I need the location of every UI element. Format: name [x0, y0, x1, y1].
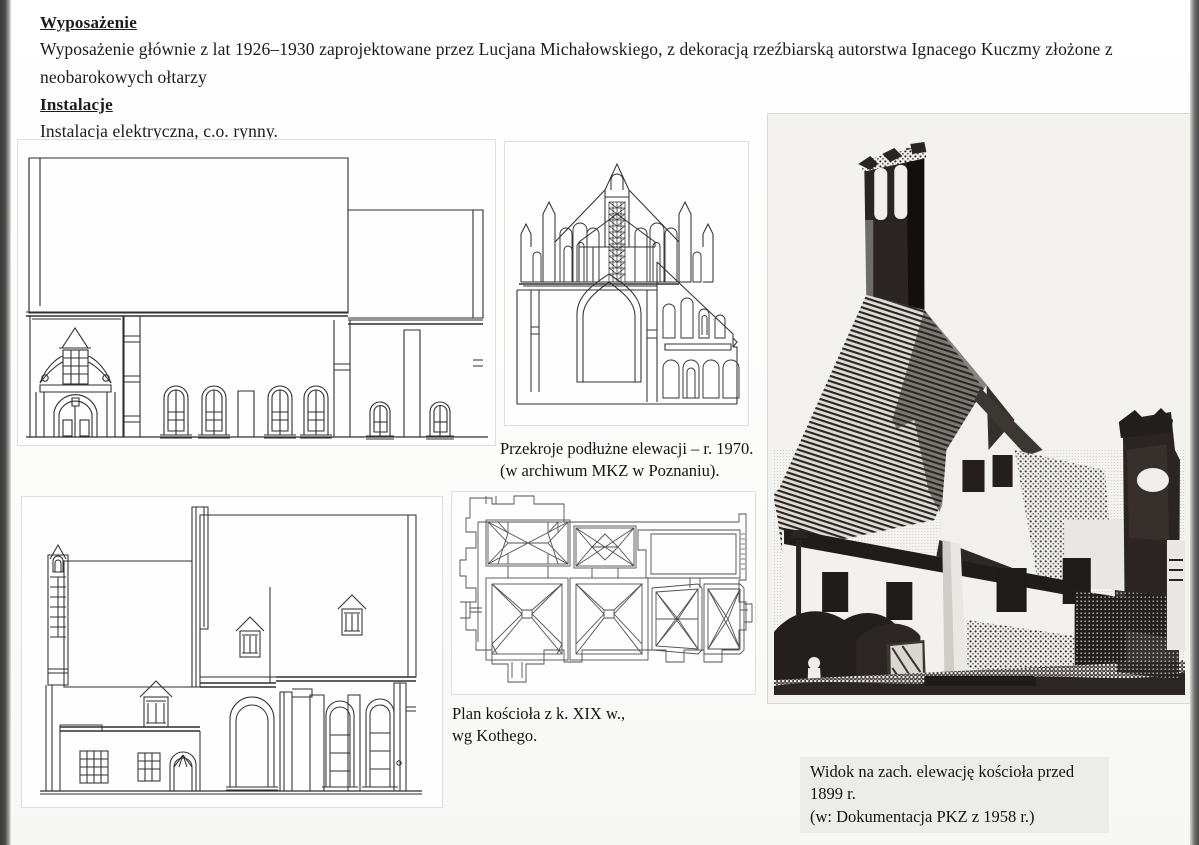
historic-photograph-image	[774, 120, 1185, 695]
section-body-instalacje: Instalacja elektryczna, c.o. rynny.	[40, 120, 279, 141]
south-elevation-drawing	[22, 497, 442, 807]
floor-plan-drawing	[452, 492, 755, 694]
section-body-wyposazenie-line1: Wyposażenie głównie z lat 1926–1930 zapr…	[40, 38, 1113, 59]
section-body-wyposazenie-line2: neobarokowych ołtarzy	[40, 67, 207, 88]
caption-longitudinal-section: Przekroje podłużne elewacji – r. 1970. (…	[500, 439, 754, 481]
scan-edge-artifact-left	[0, 0, 11, 845]
text-content-block: Wyposażenie Wyposażenie głównie z lat 19…	[40, 12, 1192, 145]
longitudinal-section-drawing	[505, 142, 748, 425]
historic-photograph	[768, 114, 1193, 703]
section-heading-instalacje: Instalacje	[40, 94, 113, 114]
caption-photograph: Widok na zach. elewację kościoła przed 1…	[800, 757, 1109, 833]
scan-edge-artifact-right	[1190, 0, 1199, 845]
section-heading-wyposazenie: Wyposażenie	[40, 13, 137, 32]
caption-floor-plan: Plan kościoła z k. XIX w., wg Kothego.	[452, 704, 626, 746]
north-elevation-drawing	[18, 140, 495, 445]
